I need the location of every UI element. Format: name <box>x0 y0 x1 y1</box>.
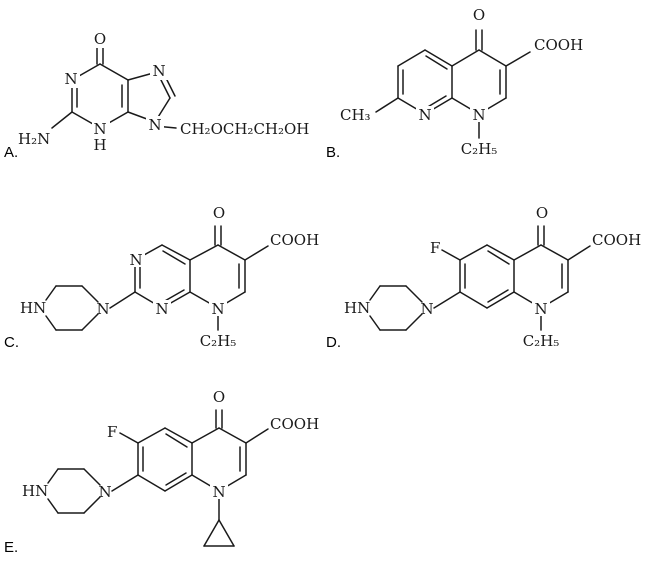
d-ethyl: C₂H₅ <box>523 332 560 350</box>
d-oxygen: O <box>536 204 548 222</box>
c-piperazine-hn: HN <box>20 299 46 317</box>
c-ethyl: C₂H₅ <box>200 332 237 350</box>
a-n3-hydrogen: H <box>93 136 106 154</box>
d-piperazine-n: N <box>420 300 433 318</box>
e-n1: N <box>212 483 225 501</box>
a-oxygen: O <box>94 30 106 48</box>
structure-d: O COOH F N C₂H₅ HN N <box>344 200 641 350</box>
e-piperazine-hn: HN <box>22 482 48 500</box>
e-oxygen: O <box>213 388 225 406</box>
a-n9: N <box>148 116 161 134</box>
b-n1: N <box>472 106 485 124</box>
option-e-label: E. <box>4 539 18 556</box>
b-oxygen: O <box>473 6 485 24</box>
a-amine: H₂N <box>18 130 50 148</box>
structure-e: O COOH F N HN N <box>22 384 319 547</box>
structure-b: O COOH CH₃ N N C₂H₅ <box>340 2 583 158</box>
c-pyrimidine-n-top: N <box>129 251 142 269</box>
e-piperazine-n: N <box>98 483 111 501</box>
option-c-label: C. <box>4 334 19 351</box>
c-oxygen: O <box>213 204 225 222</box>
d-carboxylic-acid: COOH <box>592 231 641 249</box>
d-fluorine: F <box>430 239 440 257</box>
option-b-label: B. <box>326 144 340 161</box>
a-n3: N <box>93 120 106 138</box>
structure-c: O COOH N N N C₂H₅ HN N <box>20 200 319 350</box>
e-fluorine: F <box>107 423 117 441</box>
c-piperazine-n: N <box>96 300 109 318</box>
c-pyrimidine-n-bottom: N <box>155 300 168 318</box>
a-n7: N <box>152 62 165 80</box>
b-n8: N <box>418 106 431 124</box>
option-d-label: D. <box>326 334 341 351</box>
b-methyl: CH₃ <box>340 106 371 124</box>
c-n1: N <box>211 300 224 318</box>
option-a-label: A. <box>4 144 18 161</box>
a-n1: N <box>64 70 77 88</box>
a-side-chain: CH₂OCH₂CH₂OH <box>180 120 309 138</box>
d-n1: N <box>534 300 547 318</box>
b-carboxylic-acid: COOH <box>534 36 583 54</box>
e-carboxylic-acid: COOH <box>270 415 319 433</box>
b-ethyl: C₂H₅ <box>461 140 498 158</box>
c-carboxylic-acid: COOH <box>270 231 319 249</box>
d-piperazine-hn: HN <box>344 299 370 317</box>
structure-a: O N N H N N H₂N CH₂OCH₂CH₂OH <box>18 30 309 154</box>
